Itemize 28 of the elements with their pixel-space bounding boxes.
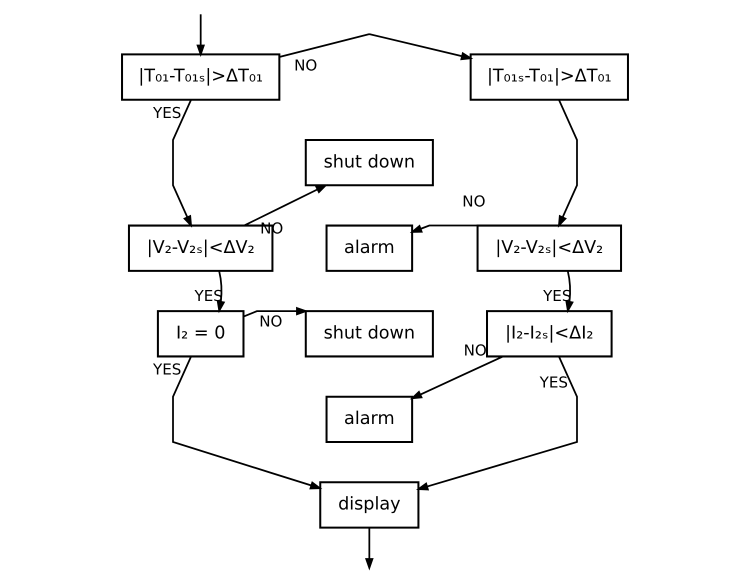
edge-label: YES [152, 104, 181, 122]
node-box: alarm [325, 224, 413, 272]
arrow [196, 14, 205, 57]
node-box: |T₀₁ₛ-T₀₁|>ΔT₀₁ [469, 53, 628, 101]
node-box: shut down [304, 138, 434, 186]
arrow [172, 100, 192, 228]
arrow [172, 356, 322, 490]
node-box: display [318, 481, 419, 529]
edge-label: NO [258, 312, 282, 331]
arrow [243, 184, 328, 226]
node-box: |I₂-I₂ₛ|<ΔI₂ [486, 310, 612, 358]
arrow [279, 33, 473, 60]
arrow [557, 100, 578, 228]
node-box: alarm [325, 396, 413, 444]
arrow [409, 224, 490, 233]
edge-label: NO [463, 342, 486, 360]
arrow [364, 528, 374, 570]
node-box: shut down [304, 310, 434, 358]
node-box: |V₂-V₂ₛ|<ΔV₂ [476, 224, 622, 272]
arrow [243, 306, 308, 318]
edge-label: YES [539, 374, 568, 392]
edge-label: YES [152, 360, 181, 379]
edge-label: NO [294, 56, 317, 75]
node-box: |T₀₁-T₀₁ₛ|>ΔT₀₁ [120, 53, 280, 101]
node-box: I₂ = 0 [156, 310, 244, 358]
arrow [409, 356, 502, 400]
arrow [415, 356, 578, 490]
edge-label: NO [462, 192, 485, 211]
